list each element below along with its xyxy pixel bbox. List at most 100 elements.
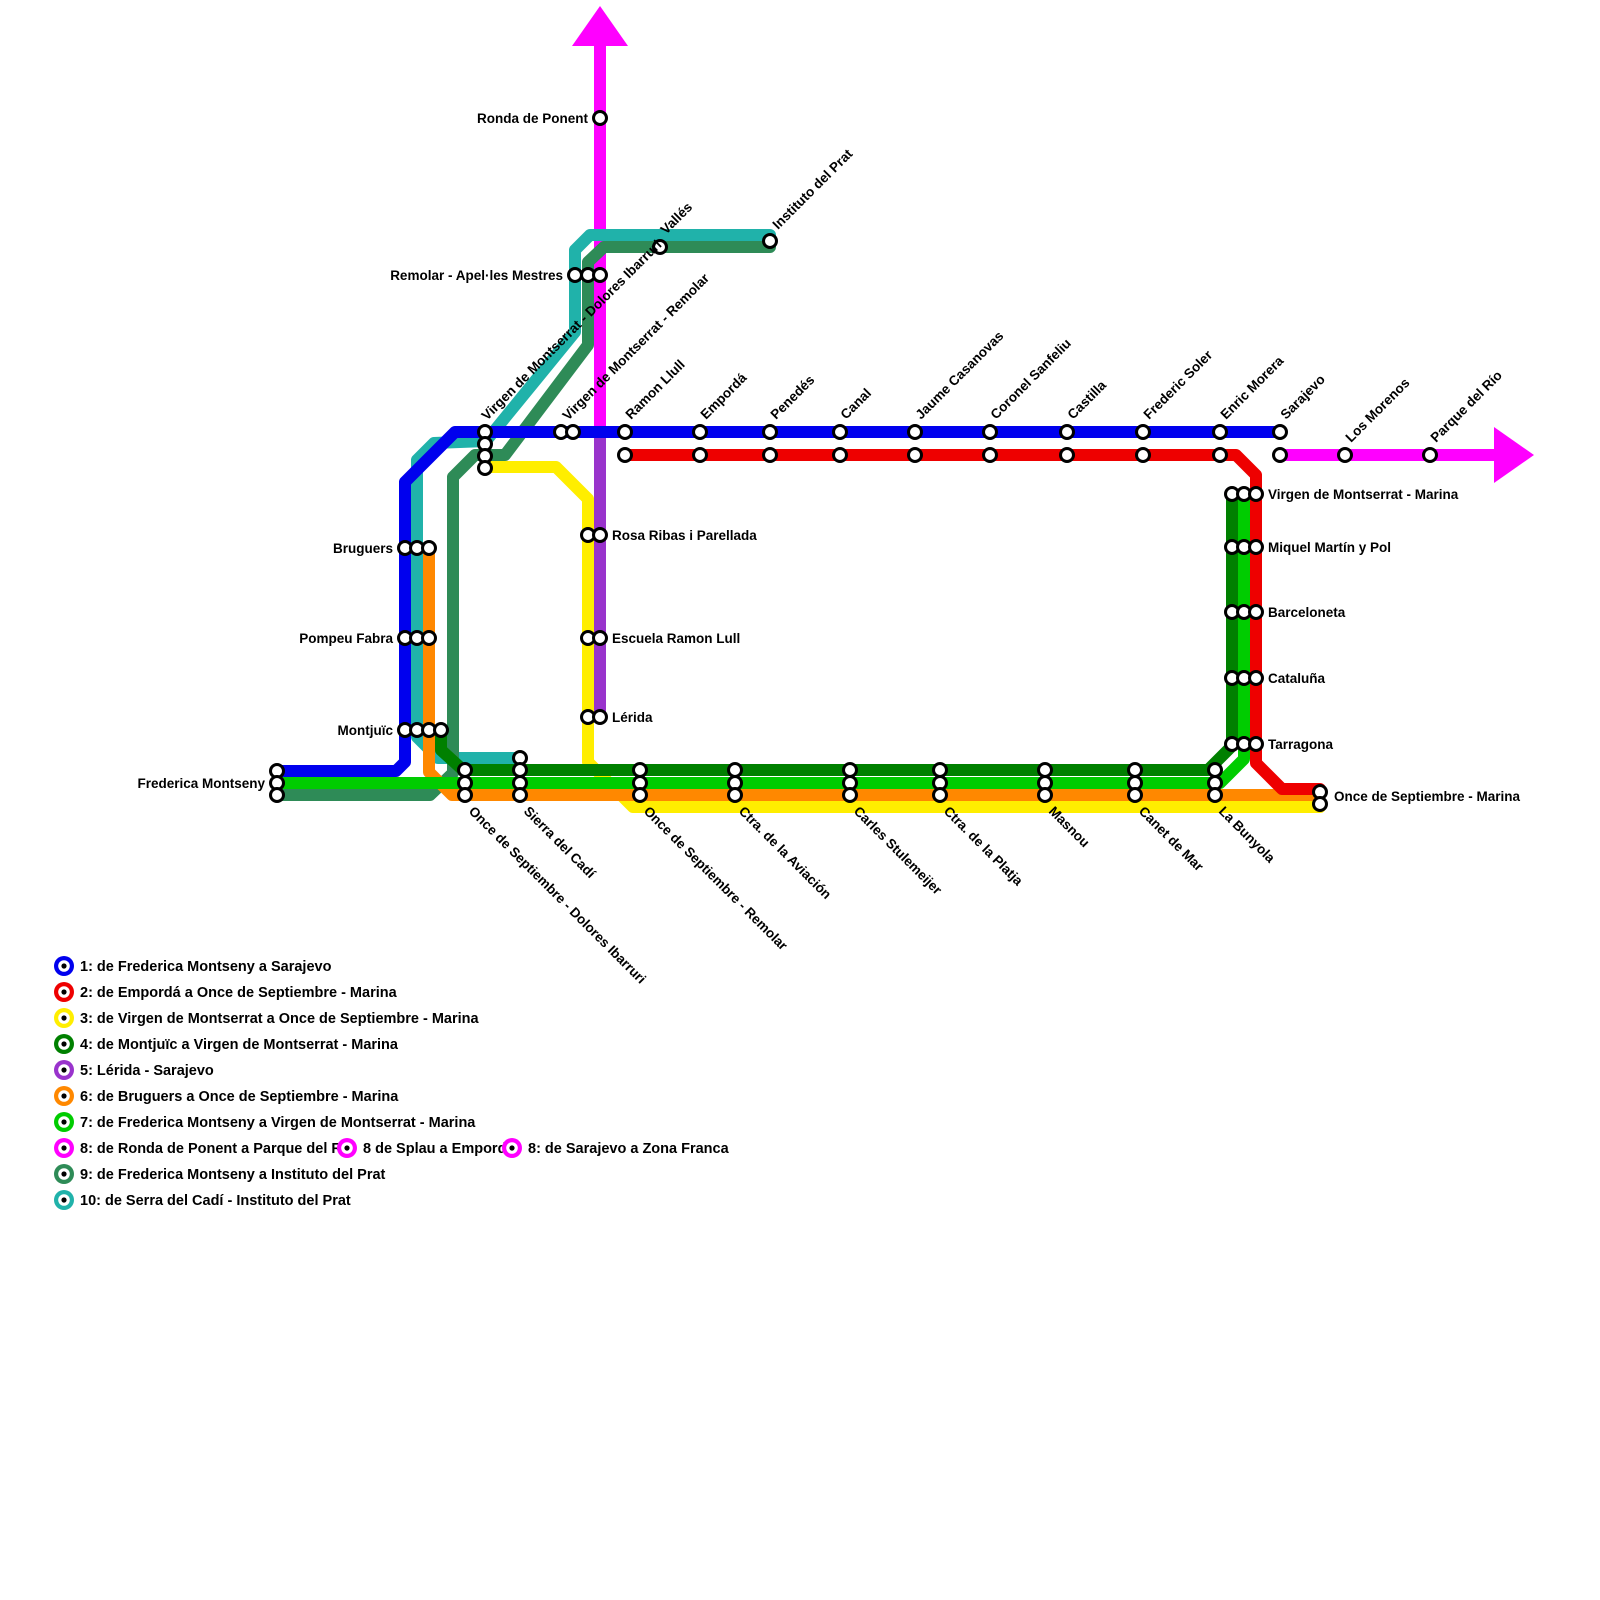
station-dot — [1207, 787, 1223, 803]
station-label: Frederica Montseny — [137, 776, 265, 791]
station-dot — [592, 267, 608, 283]
station: Frederic Soler — [1135, 347, 1216, 463]
station: Parque del Río — [1422, 368, 1505, 463]
station-dot — [1248, 736, 1264, 752]
route-line-4 — [435, 488, 1238, 776]
ring-center — [344, 1145, 350, 1151]
legend-swatch — [54, 982, 74, 1002]
station-label: Canal — [838, 386, 875, 423]
route-line-9 — [271, 241, 776, 801]
station: Cataluña — [1224, 670, 1326, 686]
legend-item: 5: Lérida - Sarajevo — [54, 1060, 214, 1080]
route-line-7 — [271, 488, 1250, 789]
legend-swatch — [337, 1138, 357, 1158]
station-label: Penedés — [768, 372, 818, 422]
ring-center — [61, 1041, 67, 1047]
station-dot — [1127, 762, 1143, 778]
legend-label: 2: de Empordá a Once de Septiembre - Mar… — [80, 985, 398, 1001]
station: Jaume Casanovas — [907, 328, 1006, 463]
station-dot — [617, 424, 633, 440]
station-label: Barceloneta — [1268, 605, 1346, 620]
station-label: Castilla — [1065, 377, 1110, 422]
station: Lérida — [580, 709, 653, 725]
legend-label: 6: de Bruguers a Once de Septiembre - Ma… — [80, 1089, 399, 1105]
legend-label: 9: de Frederica Montseny a Instituto del… — [80, 1167, 386, 1183]
station: Bruguers — [333, 540, 437, 556]
station: Frederica Montseny — [137, 763, 285, 803]
station-dot — [1422, 447, 1438, 463]
legend-swatch — [54, 1060, 74, 1080]
station-label: Los Morenos — [1343, 375, 1413, 445]
legend-label: 8: de Sarajevo a Zona Franca — [528, 1141, 730, 1157]
legend-item: 9: de Frederica Montseny a Instituto del… — [54, 1164, 386, 1184]
station-dot — [592, 709, 608, 725]
legend-swatch — [54, 956, 74, 976]
station: Pompeu Fabra — [299, 630, 437, 646]
station-dot — [421, 630, 437, 646]
route-line-3 — [479, 461, 1326, 813]
station-dot — [832, 424, 848, 440]
legend-item: 4: de Montjuïc a Virgen de Montserrat - … — [54, 1034, 399, 1054]
station-dot — [269, 787, 285, 803]
ring-center — [61, 1145, 67, 1151]
station-dot — [907, 424, 923, 440]
station-dot — [1312, 796, 1328, 812]
legend-item: 8: de Sarajevo a Zona Franca — [502, 1138, 730, 1158]
station-label: Miquel Martín y Pol — [1268, 540, 1391, 555]
ring-center — [61, 1119, 67, 1125]
station-dot — [1037, 787, 1053, 803]
station: Montjuïc — [338, 722, 449, 738]
station-dot — [567, 267, 583, 283]
station-label: Pompeu Fabra — [299, 631, 393, 646]
route-line-6 — [423, 542, 1326, 801]
station-label: Sarajevo — [1278, 372, 1328, 422]
ring-center — [61, 1015, 67, 1021]
station-label: Empordá — [698, 370, 750, 422]
station: Miquel Martín y Pol — [1224, 539, 1391, 555]
station: Los Morenos — [1337, 375, 1413, 463]
station-label: Bruguers — [333, 541, 393, 556]
station-dot — [1212, 447, 1228, 463]
ring-center — [61, 1093, 67, 1099]
station-label: Ctra. de la Platja — [941, 804, 1026, 889]
station-label: Once de Septiembre - Marina — [1334, 789, 1521, 804]
station-dot — [1248, 604, 1264, 620]
station: Remolar - Apel·les Mestres — [390, 267, 608, 283]
station-label: Ctra. de la Aviación — [736, 804, 834, 902]
station-dot — [1135, 424, 1151, 440]
station-dot — [1248, 486, 1264, 502]
station-dot — [632, 787, 648, 803]
legend-swatch — [54, 1112, 74, 1132]
legend-label: 1: de Frederica Montseny a Sarajevo — [80, 959, 332, 975]
station-dot — [592, 110, 608, 126]
legend-item: 8 de Splau a Empordá — [337, 1138, 515, 1158]
station-dot — [457, 762, 473, 778]
station: Sarajevo — [1272, 372, 1328, 463]
station-dot — [1059, 424, 1075, 440]
legend-swatch — [54, 1164, 74, 1184]
legend-item: 10: de Serra del Cadí - Instituto del Pr… — [54, 1190, 351, 1210]
north-arrow-icon — [572, 6, 628, 46]
station-label: Montjuïc — [338, 723, 394, 738]
station-dot — [1212, 424, 1228, 440]
station-label: Canet de Mar — [1136, 804, 1207, 875]
station-dot — [932, 762, 948, 778]
legend-swatch — [54, 1138, 74, 1158]
station-dot — [421, 540, 437, 556]
station-dot — [592, 527, 608, 543]
station-label: Remolar - Apel·les Mestres — [390, 268, 563, 283]
legend-item: 7: de Frederica Montseny a Virgen de Mon… — [54, 1112, 476, 1132]
station-dot — [762, 447, 778, 463]
legend-item: 2: de Empordá a Once de Septiembre - Mar… — [54, 982, 398, 1002]
station-label: Tarragona — [1268, 737, 1334, 752]
station: Once de Septiembre - Marina — [1312, 784, 1521, 812]
legend: 1: de Frederica Montseny a Sarajevo 2: de… — [54, 956, 730, 1210]
legend-item: 1: de Frederica Montseny a Sarajevo — [54, 956, 332, 976]
station-dot — [1272, 424, 1288, 440]
station-dot — [1248, 670, 1264, 686]
station-dot — [842, 762, 858, 778]
legend-swatch — [54, 1008, 74, 1028]
station: Rosa Ribas i Parellada — [580, 527, 757, 543]
